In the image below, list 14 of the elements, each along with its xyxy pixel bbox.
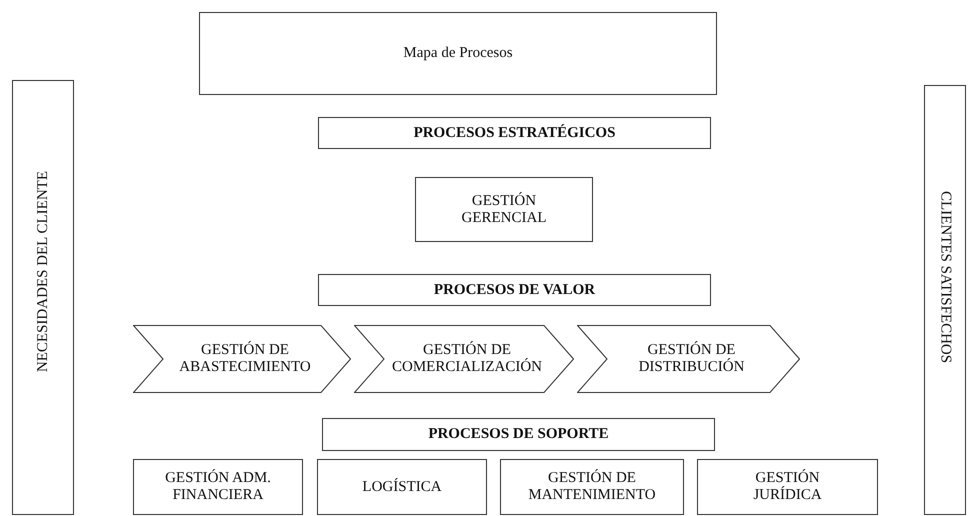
- side-panel: NECESIDADES DEL CLIENTE: [12, 80, 74, 515]
- section-header-box: PROCESOS ESTRATÉGICOS: [318, 117, 711, 149]
- process-step-box: GESTIÓN DE DISTRIBUCIÓN: [577, 325, 800, 393]
- process-box: GESTIÓN GERENCIAL: [415, 177, 593, 242]
- process-box: LOGÍSTICA: [317, 459, 487, 515]
- section-header-box: PROCESOS DE SOPORTE: [322, 418, 715, 451]
- process-box: GESTIÓN DE MANTENIMIENTO: [500, 459, 684, 515]
- process-step-box: GESTIÓN DE COMERCIALIZACIÓN: [354, 325, 574, 393]
- section-header-box: PROCESOS DE VALOR: [318, 274, 711, 306]
- process-box: GESTIÓN JURÍDICA: [697, 459, 878, 515]
- process-box: GESTIÓN ADM. FINANCIERA: [133, 459, 303, 515]
- title-box: Mapa de Procesos: [199, 12, 717, 95]
- process-step-box: GESTIÓN DE ABASTECIMIENTO: [133, 325, 351, 393]
- side-panel: CLIENTES SATISFECHOS: [924, 85, 966, 515]
